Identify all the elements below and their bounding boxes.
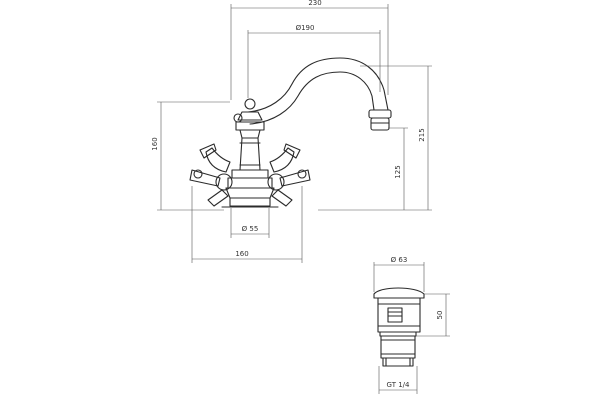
waste-drawing: Ø 63 50 GT 1/4	[373, 256, 450, 394]
left-cross-handle	[189, 143, 233, 207]
top-knob	[233, 98, 265, 139]
dimension-outlet-height: 125	[388, 127, 408, 210]
dimension-label-125: 125	[394, 165, 402, 178]
faucet-drawing: 230 Ø190 215 125 160	[151, 0, 432, 263]
dimension-spout-reach: 230	[230, 0, 389, 100]
dimension-handle-span: 160	[191, 186, 303, 263]
dimension-label-50: 50	[436, 311, 444, 320]
right-cross-handle	[267, 143, 311, 207]
dimension-label-190: Ø190	[296, 24, 315, 32]
waste-body	[373, 287, 425, 367]
dimension-waste-thread: GT 1/4	[378, 366, 418, 394]
dimension-label-thread: GT 1/4	[387, 381, 410, 389]
dimension-handle-height: 160	[151, 101, 230, 211]
dimension-label-160-vertical: 160	[151, 137, 159, 150]
dimension-base-diameter: Ø 55	[230, 208, 270, 238]
dimension-waste-height: 50	[416, 293, 450, 337]
dimension-waste-diameter: Ø 63	[373, 256, 425, 292]
dimension-overall-height: 215	[318, 65, 432, 211]
spout	[247, 57, 392, 131]
dimension-label-215: 215	[418, 128, 426, 141]
dimension-label-230: 230	[308, 0, 321, 7]
dimension-label-160-horizontal: 160	[235, 250, 248, 258]
body-column	[221, 137, 279, 208]
dimension-spout-width: Ø190	[247, 24, 381, 98]
dimension-label-55: Ø 55	[242, 225, 259, 233]
dimension-label-63: Ø 63	[391, 256, 408, 264]
